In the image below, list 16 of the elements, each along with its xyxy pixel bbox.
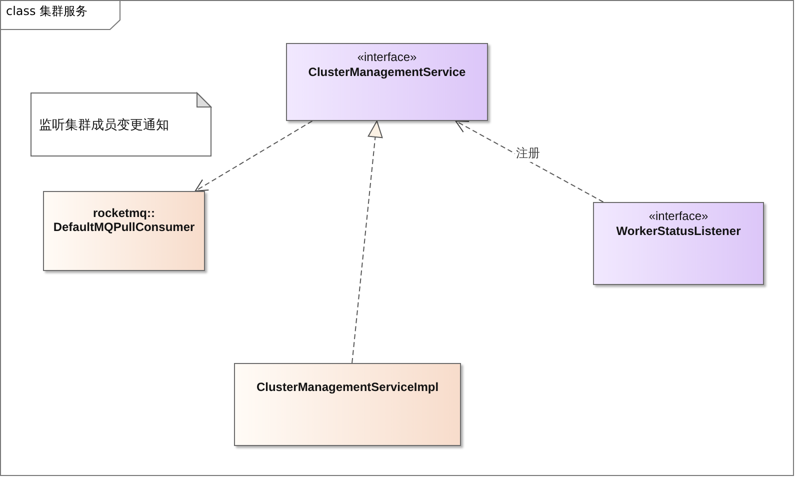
class-box bbox=[43, 191, 205, 271]
realization-arrow bbox=[352, 120, 383, 364]
dependency-arrow bbox=[455, 120, 604, 202]
stereotype-label: «interface» bbox=[356, 50, 418, 64]
class-name: rocketmq:: DefaultMQPullConsumer bbox=[52, 206, 196, 234]
class-box bbox=[234, 363, 461, 446]
class-name: ClusterManagementServiceImpl bbox=[255, 380, 440, 394]
stereotype-label: «interface» bbox=[648, 209, 710, 223]
interface-box bbox=[593, 202, 764, 285]
class-name: WorkerStatusListener bbox=[615, 224, 742, 238]
interface-box bbox=[286, 43, 488, 121]
note-text: 监听集群成员变更通知 bbox=[39, 116, 169, 134]
dependency-arrow bbox=[194, 120, 313, 192]
class-name: ClusterManagementService bbox=[307, 65, 467, 79]
edge-label: 注册 bbox=[515, 145, 541, 162]
frame-title: class 集群服务 bbox=[6, 3, 88, 20]
